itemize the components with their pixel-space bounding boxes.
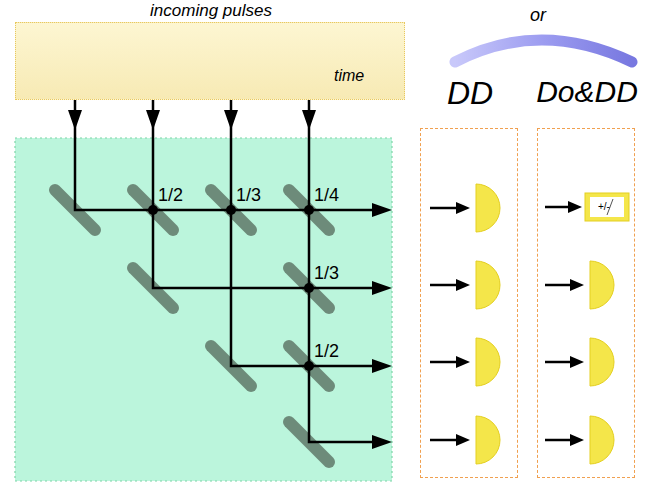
junction-dots <box>148 205 314 371</box>
split-ratio: 1/3 <box>314 264 339 284</box>
detector-box: Do&DD <box>537 128 635 478</box>
meter-label: +/- <box>598 201 610 212</box>
scheme-heading: Do&DD <box>532 75 642 109</box>
split-ratio: 1/4 <box>314 186 339 206</box>
detectors <box>430 184 629 464</box>
scheme-heading: DD <box>421 75 519 112</box>
beams <box>75 98 378 442</box>
optics-area <box>15 138 392 481</box>
pulse-panel: incoming pulsestime <box>15 22 405 100</box>
choice-arc <box>455 40 632 62</box>
panel-heading: incoming pulses <box>16 1 406 21</box>
arrowheads <box>68 110 392 449</box>
mirrors <box>55 190 329 462</box>
axis-label: time <box>334 67 364 85</box>
or-label: or <box>530 6 546 26</box>
meter-symbol <box>585 193 629 221</box>
split-ratio: 1/3 <box>236 186 261 206</box>
detector-box: DD <box>420 128 518 478</box>
split-ratio: 1/2 <box>158 186 183 206</box>
split-ratio: 1/2 <box>314 342 339 362</box>
